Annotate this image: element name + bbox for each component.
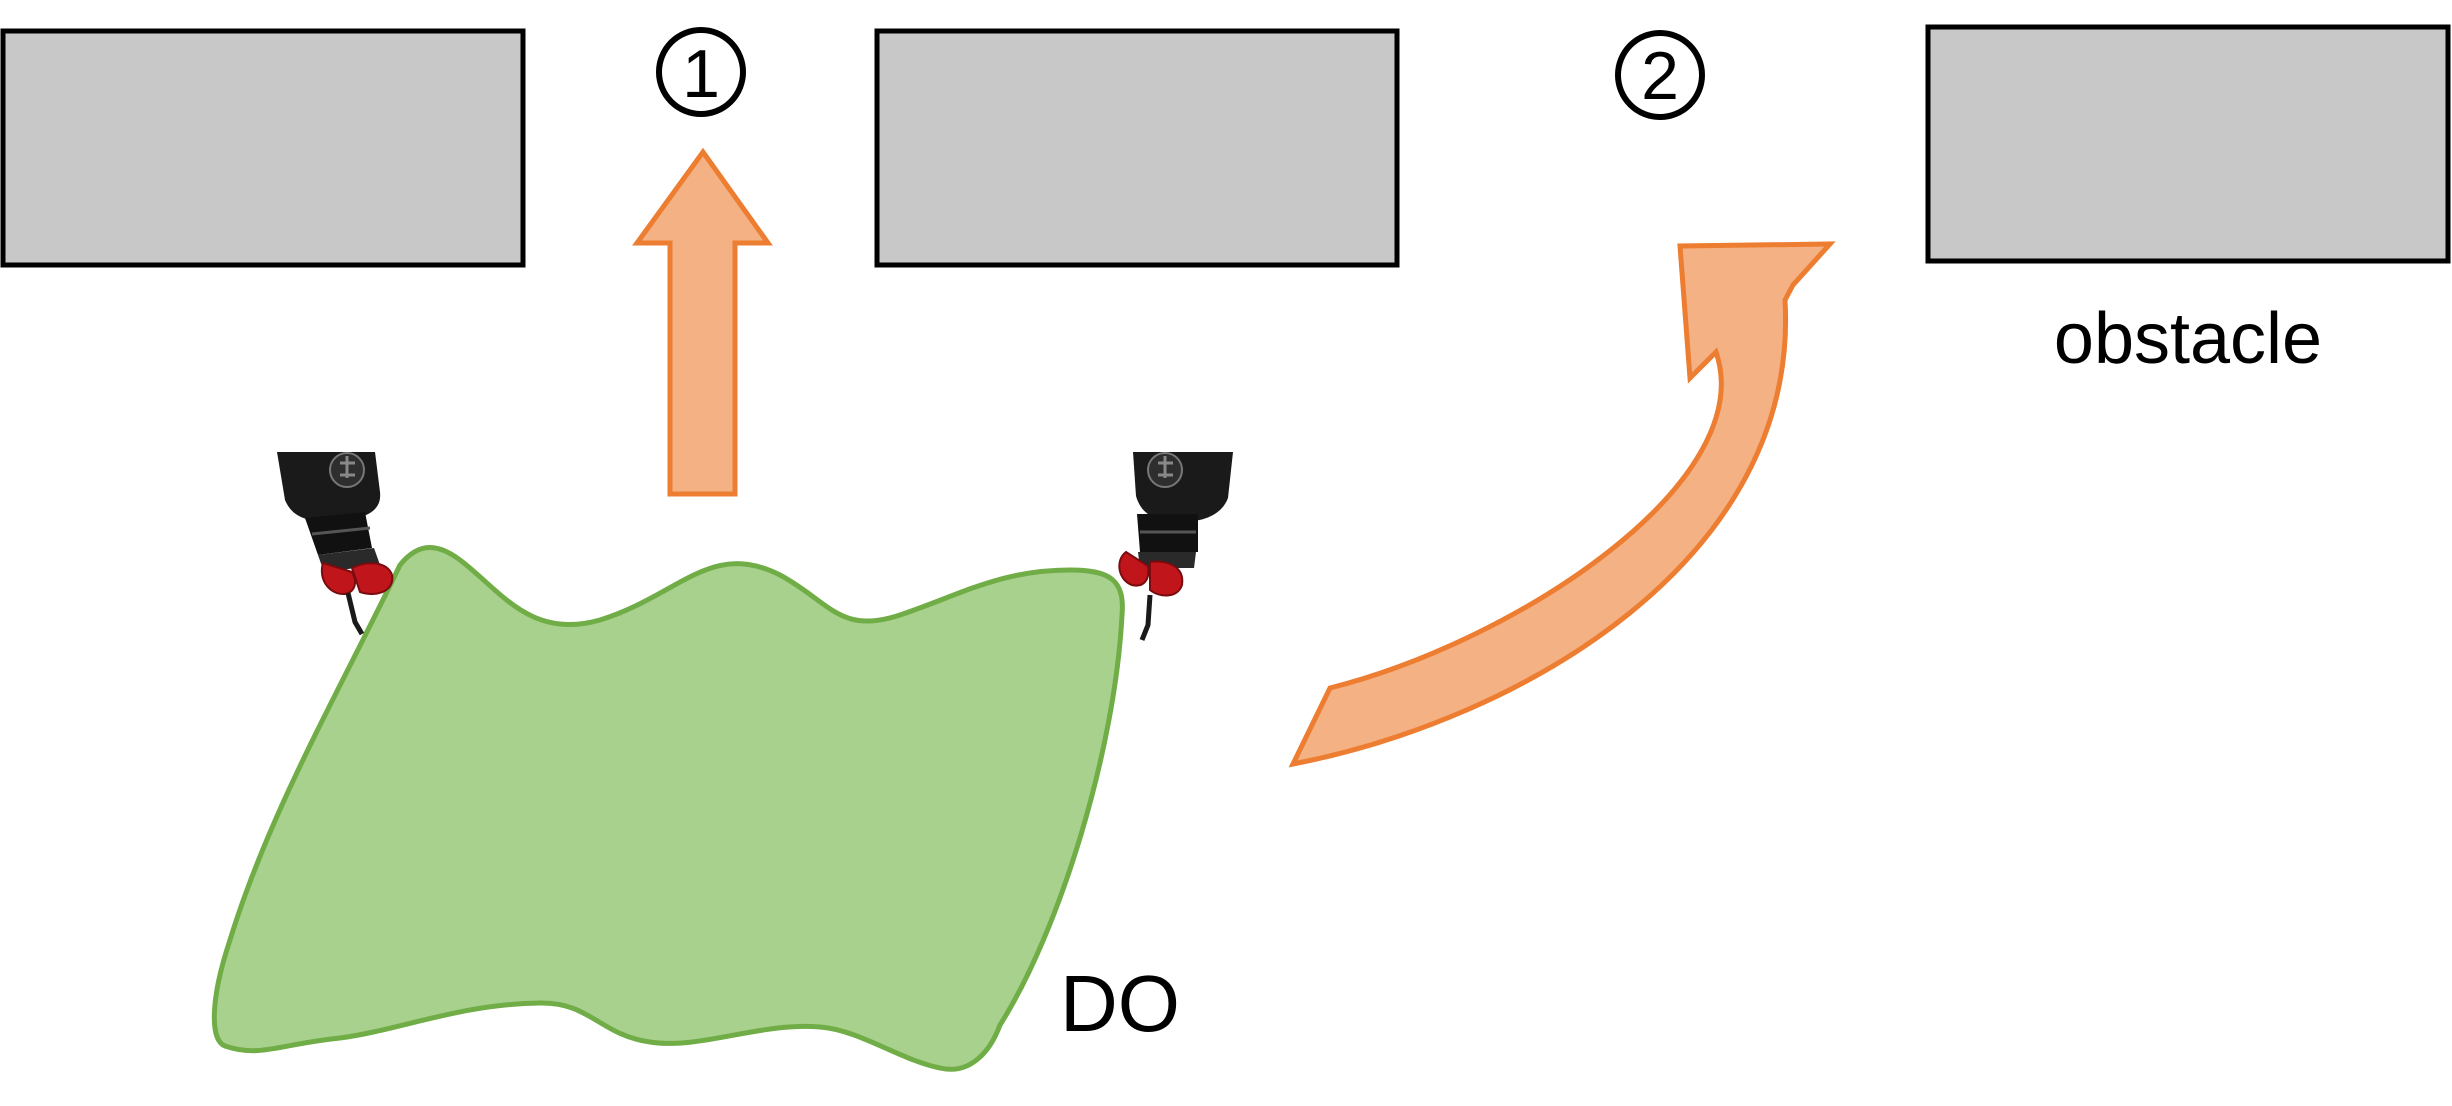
step-2-label: 2 [1641, 38, 1679, 114]
obstacle-label: obstacle [2054, 299, 2322, 379]
step-marker-2: 2 [1615, 30, 1705, 120]
obstacle-middle [874, 28, 1400, 268]
obstacle-left [0, 28, 526, 268]
step-1-circle-icon [656, 27, 746, 117]
deformable-object-shape [211, 545, 1125, 1072]
obstacle-right [1925, 24, 2451, 264]
obstacles [0, 24, 2451, 268]
deformable-object-label: DO [1060, 959, 1180, 1048]
lift-arrow-icon [632, 147, 773, 497]
right-gripper-icon [1118, 452, 1233, 641]
step-2-circle-icon [1615, 30, 1705, 120]
step-1-label: 1 [682, 36, 720, 112]
left-gripper-icon [277, 452, 394, 636]
step-marker-1: 1 [656, 27, 746, 117]
rotate-arrow-icon [1288, 241, 1836, 768]
